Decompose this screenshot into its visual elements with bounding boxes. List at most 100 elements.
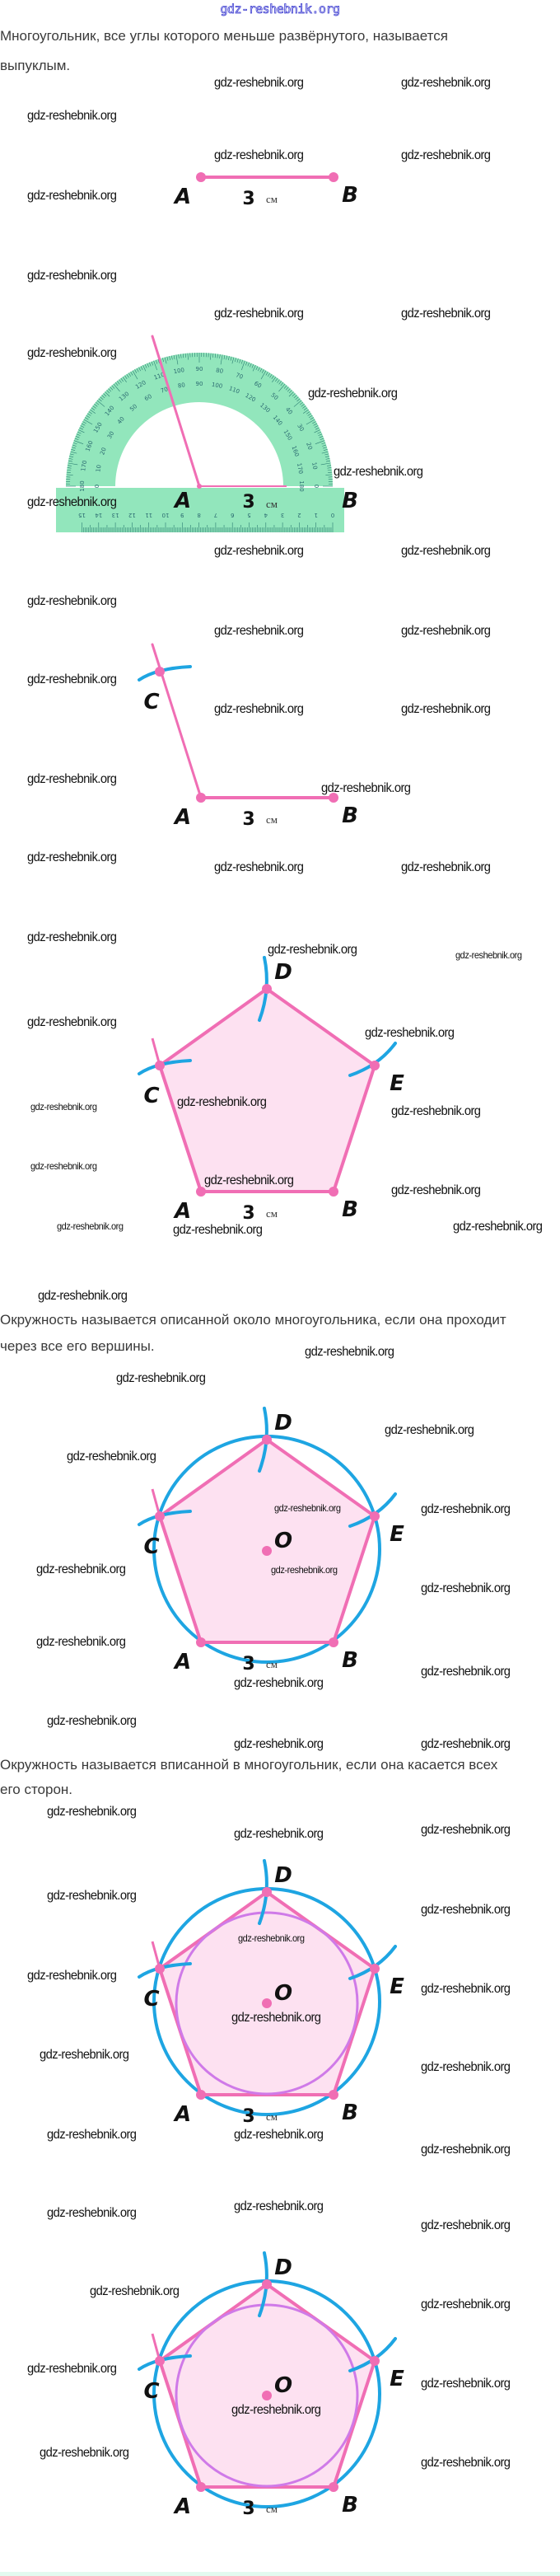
degree-tick [68, 462, 78, 466]
bottom-band [0, 2572, 560, 2576]
degree-tick [220, 354, 223, 365]
degree-tick [247, 362, 250, 367]
degree-tick [110, 386, 114, 391]
watermark-text: gdz-reshebnik.org [234, 2128, 324, 2142]
watermark-text: gdz-reshebnik.org [30, 1101, 97, 1112]
degree-tick [108, 388, 112, 392]
degree-tick [164, 357, 167, 364]
label-c: C [143, 1987, 159, 2012]
degree-tick [275, 377, 278, 382]
watermark-text: gdz-reshebnik.org [321, 781, 411, 795]
ruler-label: 14 [95, 512, 102, 518]
label-o: O [274, 1981, 292, 2006]
point-c [155, 667, 165, 677]
label-b: B [342, 1648, 358, 1673]
degree-tick [321, 451, 329, 454]
degree-tick [101, 395, 105, 399]
degree-tick [315, 440, 325, 444]
degree-tick [86, 415, 91, 419]
degree-tick [140, 366, 143, 371]
watermark-text: gdz-reshebnik.org [421, 1823, 511, 1837]
watermark-text: gdz-reshebnik.org [421, 2218, 511, 2232]
degree-tick [327, 469, 332, 471]
ruler-label: 6 [230, 512, 234, 518]
degree-tick [71, 447, 76, 449]
degree-tick [226, 355, 227, 360]
watermark-text: gdz-reshebnik.org [305, 1345, 394, 1359]
watermark-text: gdz-reshebnik.org [401, 860, 491, 874]
point-o [262, 1546, 272, 1556]
degree-tick [68, 458, 73, 460]
watermark-text: gdz-reshebnik.org [365, 1026, 455, 1040]
label-b: B [342, 183, 358, 208]
site-logo[interactable]: gdz-reshebnik.org [220, 2, 340, 17]
outer-scale-label: 70 [235, 372, 244, 381]
point-d [262, 1887, 272, 1897]
label-o: O [274, 1529, 292, 1553]
degree-tick [277, 379, 280, 383]
degree-tick [91, 407, 96, 410]
watermark-text: gdz-reshebnik.org [401, 702, 491, 716]
degree-tick [321, 442, 326, 445]
degree-tick [303, 407, 308, 410]
watermark-text: gdz-reshebnik.org [214, 624, 304, 638]
degree-tick [72, 442, 77, 445]
degree-tick [78, 429, 85, 433]
watermark-text: gdz-reshebnik.org [391, 1104, 481, 1118]
inner-scale-label: 70 [160, 386, 169, 395]
label-o: O [274, 2373, 292, 2398]
length-unit: см [266, 2503, 278, 2515]
protractor-arc [66, 353, 333, 486]
point-d [262, 1435, 272, 1445]
ruler-label: 2 [297, 512, 301, 518]
degree-tick [308, 415, 313, 419]
label-e: E [390, 1974, 404, 1999]
degree-tick [96, 400, 105, 407]
degree-tick [214, 354, 217, 358]
watermark-text: gdz-reshebnik.org [401, 148, 491, 162]
outer-scale-label: 90 [196, 366, 203, 372]
length-value: 3 [242, 2499, 254, 2519]
degree-tick [234, 358, 236, 363]
degree-tick [153, 360, 157, 371]
pentagon [158, 987, 376, 1193]
degree-tick [323, 449, 328, 452]
ruler-label: 15 [78, 512, 86, 518]
degree-tick [124, 375, 128, 380]
degree-tick [144, 363, 147, 368]
degree-tick [92, 405, 96, 409]
point-b [329, 2482, 338, 2492]
label-d: D [274, 960, 292, 985]
watermark-text: gdz-reshebnik.org [40, 2048, 129, 2062]
label-e: E [390, 1522, 404, 1547]
degree-tick [293, 400, 302, 407]
degree-tick [180, 354, 182, 358]
watermark-text: gdz-reshebnik.org [421, 2377, 511, 2391]
point-e [370, 1061, 380, 1070]
label-b: B [342, 489, 358, 513]
watermark-text: gdz-reshebnik.org [421, 2297, 511, 2311]
degree-tick [299, 401, 304, 405]
degree-tick [324, 453, 329, 456]
label-c: C [143, 1534, 159, 1559]
inscribed-circle [175, 1911, 359, 2096]
degree-tick [285, 386, 289, 391]
outer-scale-label: 20 [305, 442, 314, 451]
degree-tick [271, 375, 274, 380]
pentagon-figure [138, 956, 397, 1197]
watermark-text: gdz-reshebnik.org [27, 495, 117, 509]
degree-tick [142, 365, 147, 372]
degree-tick [231, 357, 235, 364]
point-a [196, 2090, 206, 2100]
outer-scale-label: 50 [269, 391, 279, 401]
text-line: Многоугольник, все углы которого меньше … [0, 28, 448, 44]
label-d: D [274, 1863, 292, 1888]
degree-tick [184, 353, 186, 358]
angle-ray [151, 335, 201, 488]
degree-tick [151, 361, 154, 366]
watermark-text: gdz-reshebnik.org [421, 1665, 511, 1679]
degree-tick [306, 419, 315, 425]
text-line: через все его вершины. [0, 1338, 155, 1354]
watermark-text: gdz-reshebnik.org [401, 307, 491, 321]
degree-tick [122, 377, 127, 383]
